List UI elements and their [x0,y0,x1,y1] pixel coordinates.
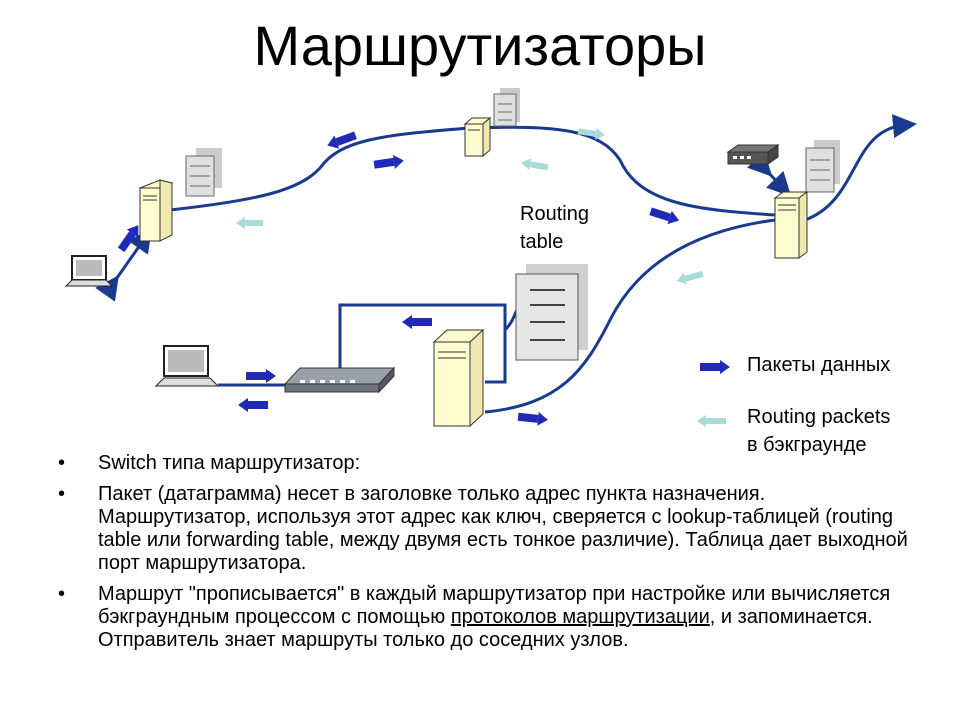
data-packet-arrow [517,411,548,426]
data-packet-arrow [649,207,680,225]
legend-routing-packets-line2: в бэкграунде [747,434,867,456]
legend-routing-packets-line1: Routing packets [747,406,891,428]
legend-routing-packet-arrow [697,415,726,427]
routing-table-icon [515,264,588,361]
bullet-list: • Switch типа маршрутизатор: • Пакет (да… [58,452,918,660]
bullet-text: Switch типа маршрутизатор: [98,452,361,474]
link-switch-server [338,303,507,385]
routing-table-label-line2: table [520,231,564,253]
data-packet-arrow [117,225,139,253]
routing-table-label: Routing table [520,200,589,256]
routing-table-icon [805,140,840,193]
data-packet-arrow [402,315,432,329]
link-laptop1-server [95,228,152,302]
routing-table-icon [185,148,222,197]
bullet-text-after: , и запоминается. Отправитель знает марш… [98,606,873,651]
routing-packet-arrow [577,127,605,140]
bullet-item: • Пакет (датаграмма) несет в заголовке т… [58,483,918,575]
link-modem-server [747,151,792,197]
routing-packet-arrow [676,271,704,285]
legend-data-packets-label: Пакеты данных [747,354,891,376]
legend-data-packet-arrow [700,360,730,374]
page-title: Маршрутизаторы [253,14,707,77]
bullet-text-before: Маршрут "прописывается" в каждый маршрут… [98,583,891,628]
data-packet-arrow [327,131,357,149]
data-packet-arrow [373,154,404,169]
data-packet-arrow [246,369,276,383]
routing-packet-arrow [236,217,263,229]
server-icon [432,328,485,428]
server-icon [138,179,174,242]
legend-routing-packets-label: Routing packets в бэкграунде [747,403,890,459]
routing-table-icon [493,88,520,127]
bullet-item: • Маршрут "прописывается" в каждый маршр… [58,583,918,652]
laptop-icon [64,255,114,287]
routing-packets [236,127,726,427]
modem-icon [726,144,780,165]
data-packets [117,131,730,426]
link-right-lower [484,218,776,414]
bullet-marker: • [58,452,66,474]
link-right-upper [804,114,917,222]
bullet-item: • Switch типа маршрутизатор: [58,452,918,475]
switch-icon [283,366,396,394]
server-icon [463,116,492,158]
routing-packet-arrow [521,158,549,171]
server-icon [773,191,809,259]
bullet-marker: • [58,483,66,505]
data-packet-arrow [238,398,268,412]
network-diagram [64,88,917,428]
bullet-text: Пакет (датаграмма) несет в заголовке тол… [98,483,908,574]
bullet-marker: • [58,583,66,605]
laptop-icon [154,345,220,387]
routing-table-label-line1: Routing [520,203,589,225]
routing-protocols-link[interactable]: протоколов маршрутизации [450,606,710,628]
